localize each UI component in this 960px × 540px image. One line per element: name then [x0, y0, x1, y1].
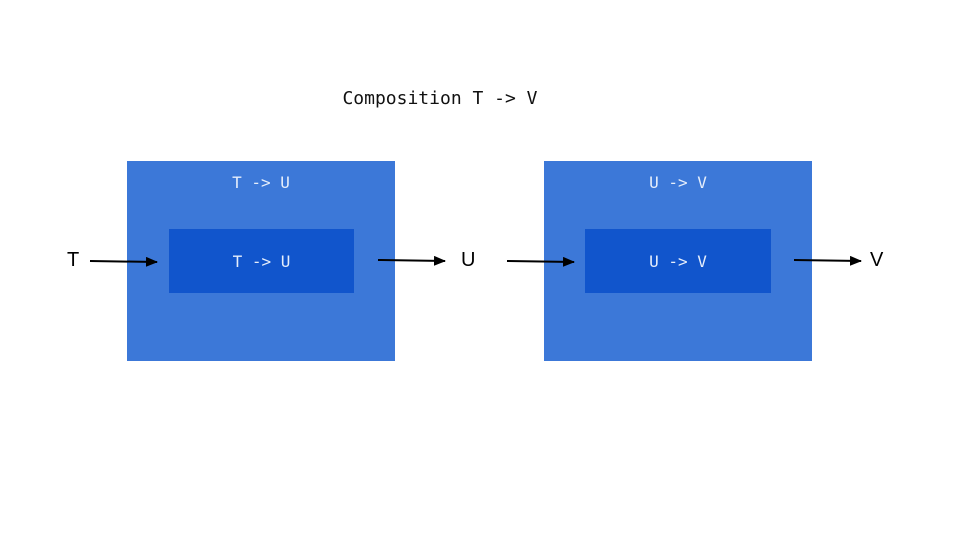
- outer-box-t-to-u: T -> U T -> U: [127, 161, 395, 361]
- outer-box-label: T -> U: [232, 173, 290, 192]
- inner-box-label: U -> V: [649, 251, 707, 271]
- inner-box-t-to-u: T -> U: [169, 229, 354, 293]
- arrow-box-out-to-u: [377, 255, 446, 266]
- diagram-title: Composition T -> V: [342, 88, 538, 109]
- inner-box-u-to-v: U -> V: [585, 229, 771, 293]
- type-u-label: U: [461, 249, 476, 271]
- inner-box-label: T -> U: [232, 251, 291, 271]
- arrow-box-out-to-v: [793, 255, 862, 266]
- arrow-u-into-box: [506, 256, 575, 267]
- outer-box-u-to-v: U -> V U -> V: [544, 161, 812, 361]
- type-v-label: V: [870, 249, 884, 271]
- outer-box-label: U -> V: [649, 173, 707, 192]
- arrow-t-into-box: [89, 256, 158, 267]
- type-t-label: T: [67, 249, 80, 271]
